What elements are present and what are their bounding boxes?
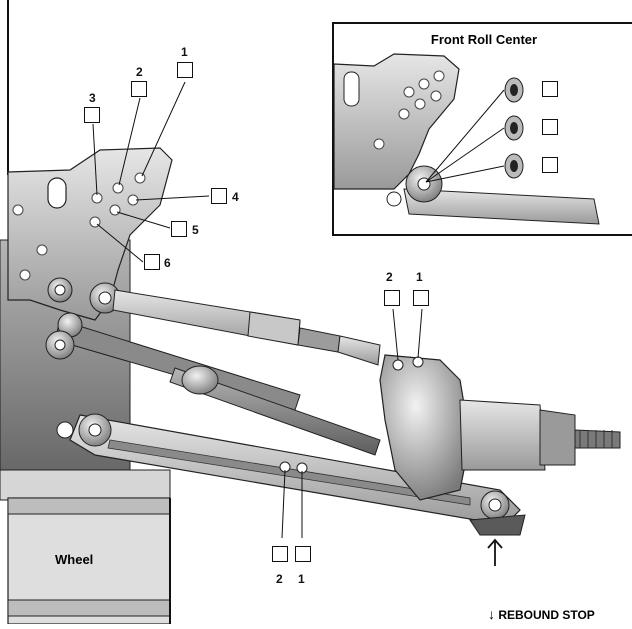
wheel-drawing [7,497,171,625]
lower-hole-2-box[interactable] [272,546,288,562]
rebound-stop-label: REBOUND STOP [498,608,595,622]
lower-hole-2-number: 2 [276,572,283,586]
upper-hole-2-number: 2 [386,270,393,284]
shock-absorber [89,282,381,366]
tower-hole-4-number: 4 [232,190,239,204]
tower-hole-5-box[interactable] [171,221,187,237]
tower-hole-6-box[interactable] [144,254,160,270]
tower-slot [47,177,67,209]
lower-hole-1-number: 1 [298,572,305,586]
inset-title: Front Roll Center [430,32,538,47]
wheel-label: Wheel [55,552,94,567]
steering-knuckle [379,354,621,501]
front-roll-center-inset: Front Roll Center [332,22,632,236]
tower-hole-4-box[interactable] [211,188,227,204]
tower-hole-6-number: 6 [164,256,171,270]
chassis-plate [0,469,171,501]
rebound-stop-callout: ↓ REBOUND STOP [488,606,595,622]
tower-hole-3-box[interactable] [84,107,100,123]
tower-hole-1-box[interactable] [177,62,193,78]
lower-arm [56,413,526,536]
inset-roll-center-box-2[interactable] [542,119,558,135]
inset-roll-center-box-3[interactable] [542,157,558,173]
tower-leader-lines [92,81,210,263]
steering-rod [169,365,381,456]
inset-roll-center-box-1[interactable] [542,81,558,97]
upper-hole-1-box[interactable] [413,290,429,306]
tower-hole-2-number: 2 [136,65,143,79]
inset-drawing [334,53,600,225]
inset-bushing-icons [504,77,524,179]
lower-hole-1-box[interactable] [295,546,311,562]
tower-hole-1-number: 1 [181,45,188,59]
upper-hole-1-number: 1 [416,270,423,284]
tower-hole-2-box[interactable] [131,81,147,97]
upper-hole-2-box[interactable] [384,290,400,306]
arrow-up-icon [487,538,503,566]
tower-hole-3-number: 3 [89,91,96,105]
arm-leader-lines [281,308,423,539]
arrow-down-icon: ↓ [488,606,495,622]
tower-hole-5-number: 5 [192,223,199,237]
